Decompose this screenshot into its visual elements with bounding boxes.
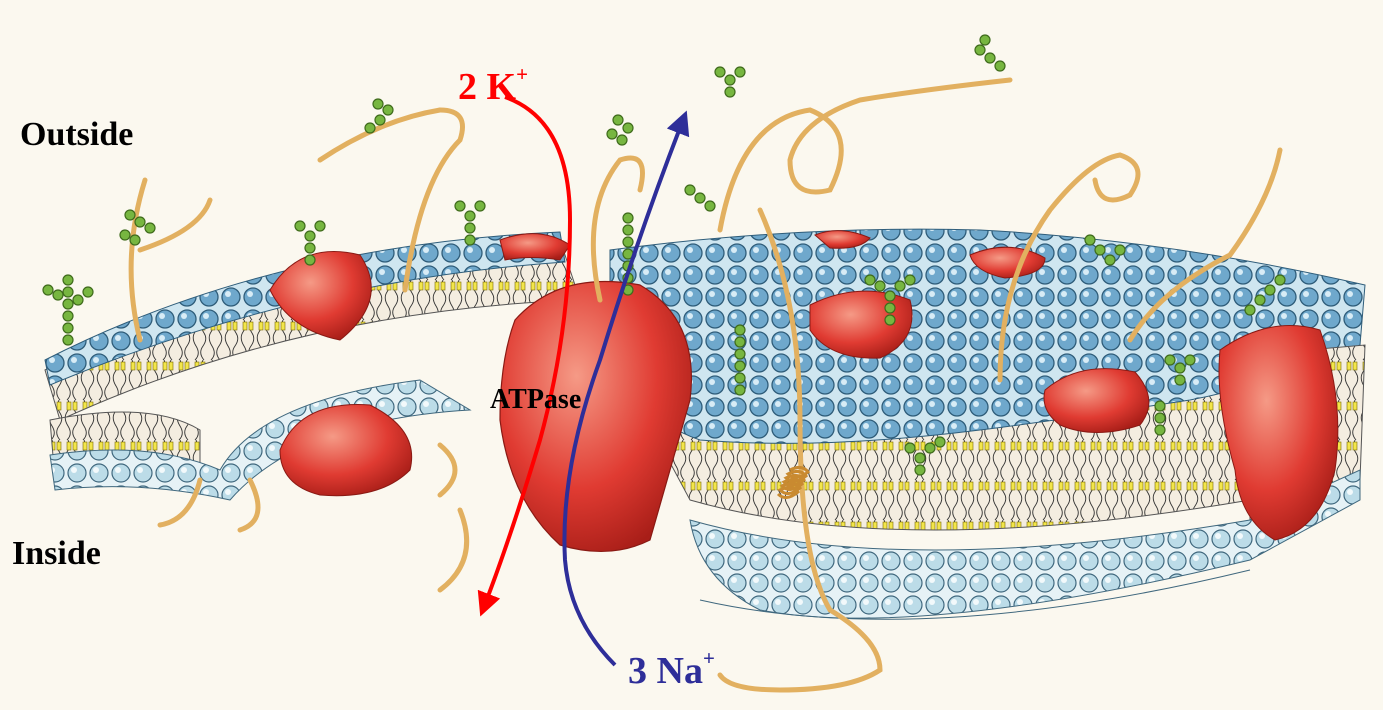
sodium-label-text: 3 Na bbox=[628, 650, 703, 692]
potassium-charge: + bbox=[516, 62, 528, 86]
inside-label: Inside bbox=[12, 537, 101, 571]
potassium-label: 2 K+ bbox=[458, 64, 528, 106]
potassium-label-text: 2 K bbox=[458, 66, 516, 108]
outside-label: Outside bbox=[20, 118, 133, 152]
sodium-charge: + bbox=[703, 646, 715, 670]
sodium-label: 3 Na+ bbox=[628, 648, 715, 690]
atpase-protein bbox=[500, 282, 691, 552]
atpase-label: ATPase bbox=[490, 386, 581, 414]
